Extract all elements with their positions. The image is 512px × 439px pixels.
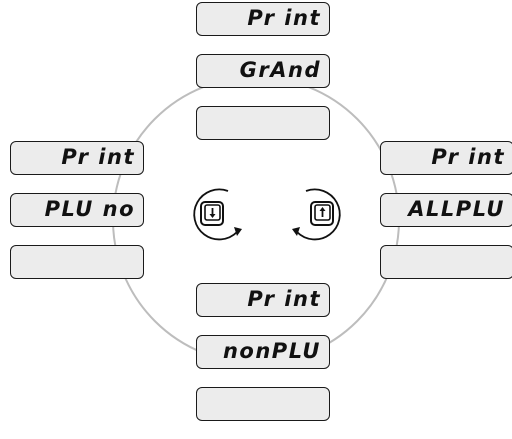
- top-display-line2: GrAnd: [196, 54, 330, 88]
- right-display-line2: ALLPLU: [380, 193, 512, 227]
- top-display-line1: Pr int: [196, 2, 330, 36]
- bottom-display-line3: [196, 387, 330, 421]
- bottom-display-line2: nonPLU: [196, 335, 330, 369]
- left-display-line1: Pr int: [10, 141, 144, 175]
- up-key-counterclockwise-icon[interactable]: [274, 184, 348, 254]
- right-display-line1: Pr int: [380, 141, 512, 175]
- top-display-line3: [196, 106, 330, 140]
- down-key-clockwise-icon[interactable]: [186, 184, 260, 254]
- bottom-display-line1: Pr int: [196, 283, 330, 317]
- left-display-line2: PLU no: [10, 193, 144, 227]
- right-display-line3: [380, 245, 512, 279]
- left-display-line3: [10, 245, 144, 279]
